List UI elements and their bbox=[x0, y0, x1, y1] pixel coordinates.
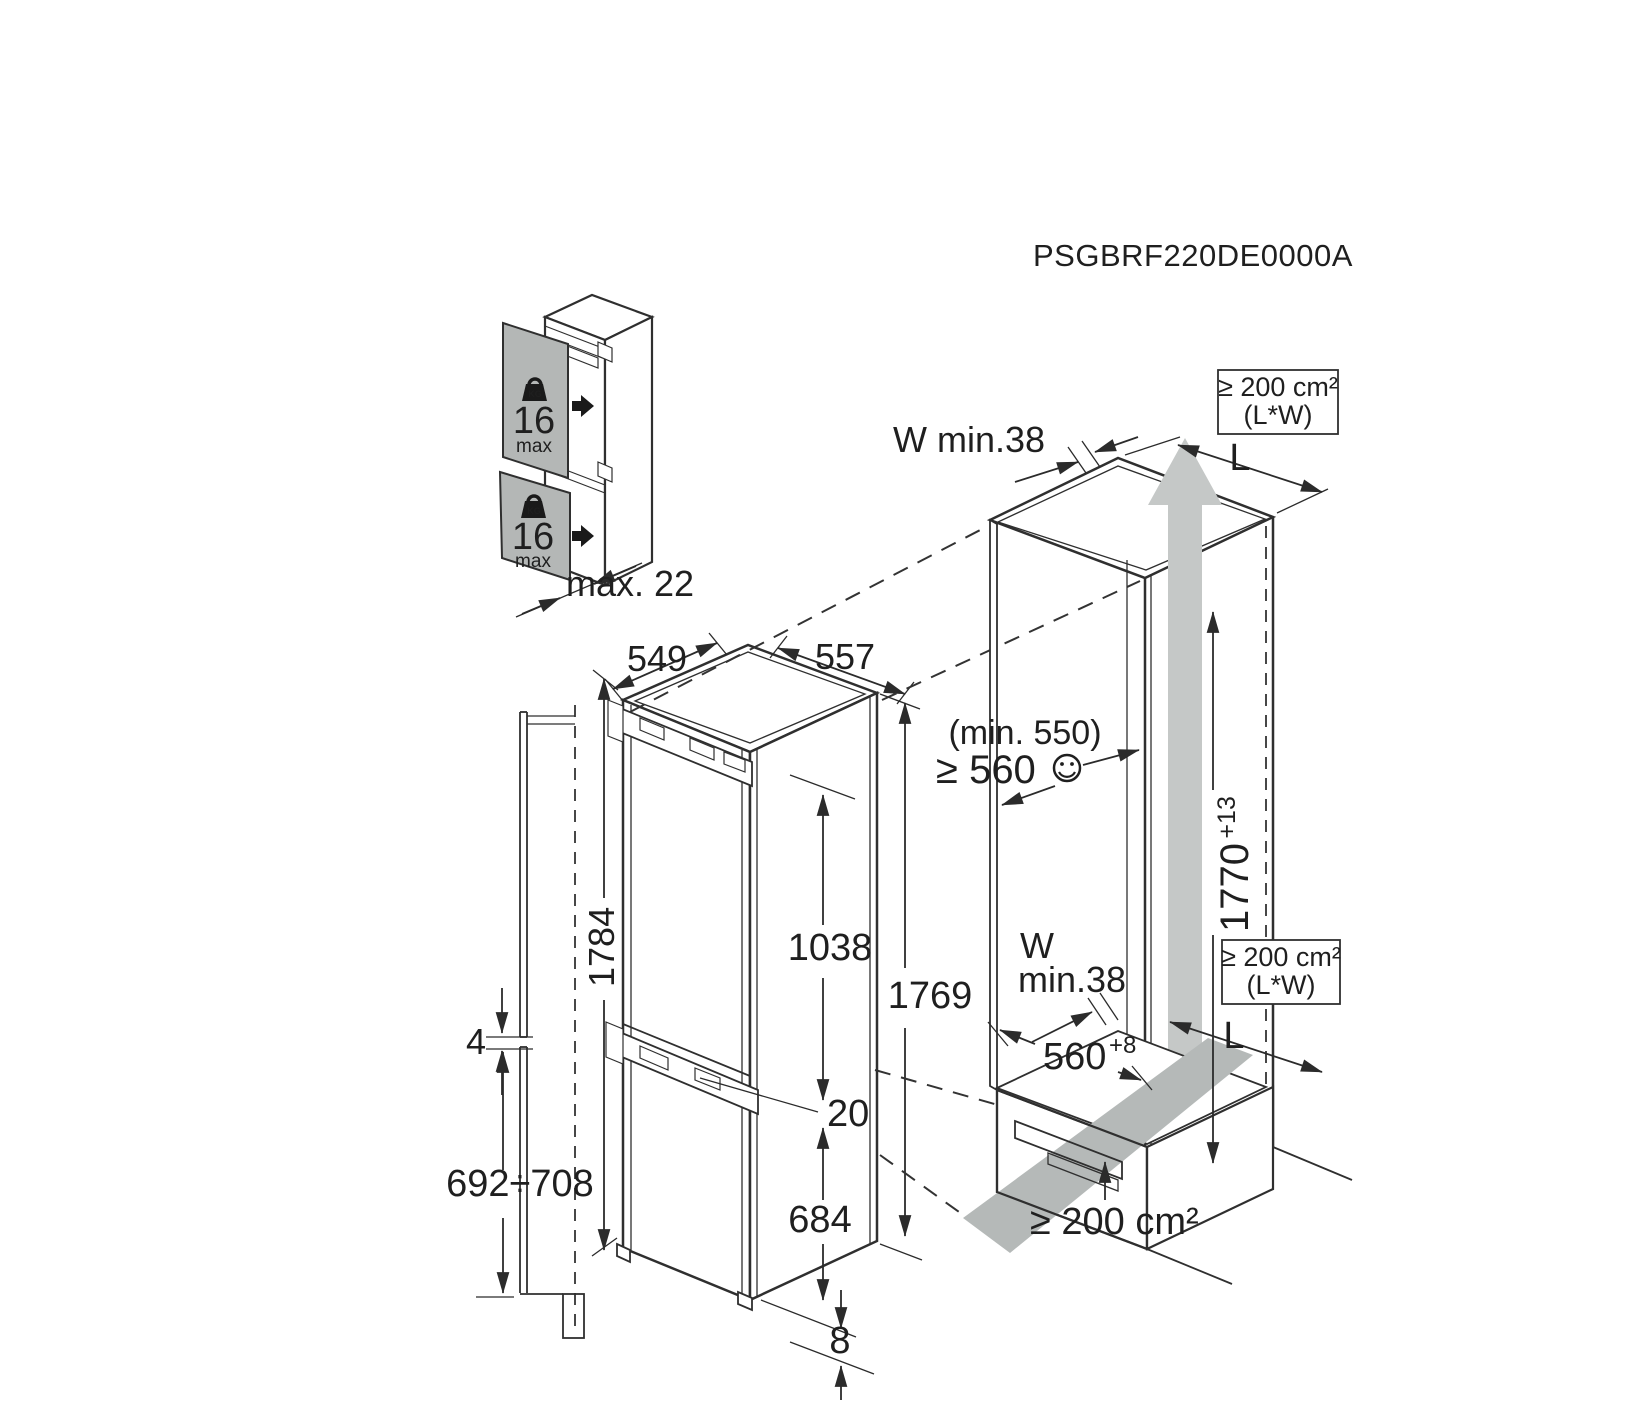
mini-hinge-top bbox=[597, 341, 613, 363]
height-overall: 1784 bbox=[581, 907, 622, 987]
appliance-side-face bbox=[748, 691, 879, 1302]
appliance-foot bbox=[737, 1290, 753, 1312]
lower-door-panel: KG 16 max bbox=[498, 470, 571, 582]
projection-lines bbox=[629, 526, 1141, 1244]
appliance-front-face bbox=[621, 698, 752, 1302]
appliance-dimensions: 549 557 1784 1038 1769 20 684 8 bbox=[581, 632, 973, 1400]
bottom-gap: 8 bbox=[829, 1320, 850, 1362]
mini-cabinet-side bbox=[603, 315, 654, 587]
weight-icon: KG bbox=[522, 377, 547, 401]
panel-joint-gap-dim: 4 bbox=[466, 988, 533, 1095]
appliance-foot bbox=[616, 1242, 631, 1264]
model-number: PSGBRF220DE0000A bbox=[1033, 238, 1353, 273]
kg-badge-label: KG bbox=[528, 389, 542, 399]
rear-clearance-side-min: min.38 bbox=[1018, 959, 1126, 1000]
panel-joint-gap: 4 bbox=[466, 1021, 486, 1062]
niche-height-dim: 1770 +13 bbox=[1213, 796, 1257, 932]
weight-icon: KG bbox=[521, 494, 546, 518]
rear-clearance-side-w: W bbox=[1020, 925, 1054, 966]
airflow-band-icon bbox=[963, 1038, 1253, 1253]
rear-clearance-top: W min.38 bbox=[893, 419, 1045, 460]
side-vent-area-value: ≥ 200 cm² bbox=[1221, 942, 1341, 972]
middle-mounting-hardware bbox=[605, 1021, 759, 1116]
side-vent-area-box: ≥ 200 cm² (L*W) bbox=[1221, 939, 1341, 1005]
top-vent-area-value: ≥ 200 cm² bbox=[1218, 372, 1338, 402]
lower-panel-range-dim: 692÷708 bbox=[446, 1051, 594, 1298]
upper-door-height: 1038 bbox=[788, 927, 873, 969]
smiley-icon bbox=[1052, 753, 1082, 783]
niche-width-tol: +8 bbox=[1109, 1032, 1136, 1059]
top-vent-length: L bbox=[1229, 437, 1250, 479]
niche-width: 560 bbox=[1043, 1036, 1106, 1078]
appliance-height: 1769 bbox=[888, 975, 973, 1017]
mid-gap: 20 bbox=[827, 1093, 869, 1135]
lower-door-height: 684 bbox=[788, 1199, 851, 1241]
kg-badge-label: KG bbox=[527, 506, 541, 516]
top-vent-area-box: ≥ 200 cm² (L*W) bbox=[1217, 369, 1339, 435]
niche-left-wall bbox=[989, 518, 998, 1092]
max-panel-thickness-dim: max. 22 bbox=[515, 562, 694, 618]
attach-arrow-bottom-icon bbox=[572, 525, 594, 547]
weight-limit: 16 bbox=[513, 400, 555, 442]
depth-note: (min. 550) bbox=[948, 714, 1101, 752]
top-depth: 557 bbox=[815, 636, 875, 677]
niche-dimensions: W min.38 ≥ 200 cm² (L*W) L (min. 550) ≥ … bbox=[893, 369, 1341, 1243]
weight-limit: 16 bbox=[512, 516, 554, 558]
attach-arrow-top-icon bbox=[572, 395, 594, 417]
max-panel-thickness: max. 22 bbox=[566, 563, 694, 604]
niche-isometric bbox=[963, 438, 1353, 1285]
furniture-panel-side-view: 4 692÷708 bbox=[446, 705, 594, 1339]
top-mounting-hardware bbox=[607, 699, 753, 788]
side-vent-length: L bbox=[1223, 1015, 1244, 1057]
airflow-up-arrow-icon bbox=[1148, 438, 1222, 1098]
side-vent-area-formula: (L*W) bbox=[1247, 970, 1316, 1000]
weight-unit: max bbox=[515, 551, 551, 572]
upper-door-panel: KG 16 max bbox=[502, 321, 569, 480]
depth-min: ≥ 560 bbox=[936, 748, 1036, 792]
plinth-vent-slot bbox=[1014, 1119, 1123, 1181]
top-width: 549 bbox=[627, 638, 687, 679]
lower-panel-range: 692÷708 bbox=[446, 1163, 594, 1205]
top-vent-area-formula: (L*W) bbox=[1244, 400, 1313, 430]
bottom-vent-area: ≥ 200 cm² bbox=[1030, 1201, 1199, 1243]
weight-unit: max bbox=[516, 436, 552, 457]
door-panel-weight-diagram: KG 16 max KG 16 max max. 22 bbox=[498, 293, 694, 618]
mini-hinge-mid bbox=[597, 461, 613, 483]
